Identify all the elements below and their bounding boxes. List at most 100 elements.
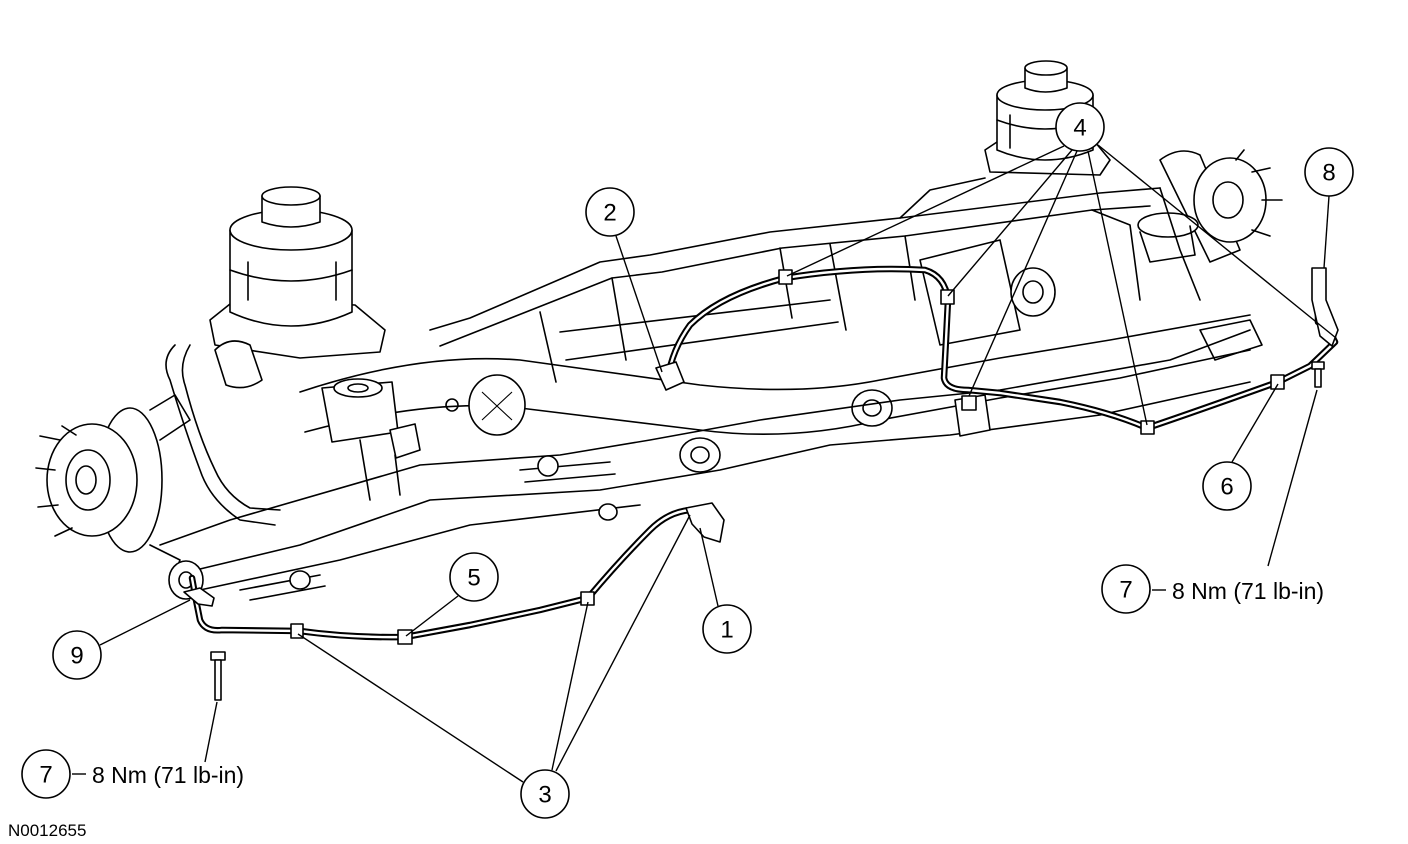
callout-4-number: 4 (1073, 115, 1086, 142)
right-spring-seat-base (1139, 225, 1196, 263)
left-wheel-hub (35, 394, 191, 586)
crossmember-bolt (445, 398, 459, 412)
abs-harness-right (655, 265, 1339, 435)
left-vertical-link (359, 439, 401, 501)
callout-2-circle (585, 187, 635, 237)
center-link-nut (537, 455, 559, 477)
right-harness-wire (664, 265, 1339, 432)
callout-9-number: 9 (70, 643, 83, 670)
leader-7-left (204, 701, 218, 763)
crossmember-top (299, 314, 1251, 393)
crossmember-hole-right (851, 389, 893, 427)
callout-1-circle (702, 604, 752, 654)
figure-id: N0012655 (8, 821, 86, 840)
callout-5-number: 5 (467, 565, 480, 592)
center-link-bolt (598, 503, 618, 521)
left-hub-center (65, 449, 111, 511)
leader-6 (1231, 383, 1279, 463)
callout-6: 6 (1202, 461, 1252, 511)
frame-inner-panel (559, 299, 839, 361)
callout-1: 1 (702, 604, 752, 654)
callout-6-number: 6 (1220, 474, 1233, 501)
right-wheel-sensor-bracket (1311, 267, 1339, 347)
frame-right-tower (899, 177, 1201, 301)
callout-8-circle (1304, 147, 1354, 197)
leader-3a (297, 633, 524, 783)
lower-beam-flange (199, 504, 641, 591)
callout-7-left-circle (21, 749, 71, 799)
callout-2: 2 (585, 187, 635, 237)
torque-label-right: 8 Nm (71 lb-in) (1172, 578, 1324, 604)
callout-1-number: 1 (720, 617, 733, 644)
left-stabilizer-bar-edge (181, 344, 281, 511)
right-wheel-hub (1137, 149, 1283, 263)
left-bump-stop (214, 340, 263, 389)
callout-7-right: 7 8 Nm (71 lb-in) (1101, 564, 1324, 614)
right-wheel-studs (1235, 149, 1283, 237)
callout-8: 8 (1304, 147, 1354, 197)
lower-beam (159, 319, 1263, 601)
harness-clip-5 (397, 629, 413, 645)
callout-5-circle (449, 552, 499, 602)
left-wheel-studs (35, 425, 77, 537)
left-bushing-top (333, 378, 383, 398)
center-link (519, 461, 616, 483)
crossmember-bottom (304, 349, 1251, 436)
callout-4-circle (1055, 102, 1105, 152)
bolt-right-head (1311, 361, 1325, 370)
toe-link-end (289, 570, 311, 590)
leader-4a (786, 145, 1065, 277)
bolt-left (210, 651, 226, 701)
left-wheel-sensor-bracket (183, 587, 215, 607)
leader-4b (947, 149, 1073, 297)
leader-1 (699, 527, 719, 607)
leader-8 (1323, 195, 1330, 269)
right-harness-connector (655, 361, 685, 391)
callout-3-number: 3 (538, 782, 551, 809)
bolt-left-head (210, 651, 226, 661)
right-harness-wire-core (666, 267, 1337, 430)
left-motor-assembly (165, 186, 386, 526)
callout-7-right-number: 7 (1119, 577, 1132, 604)
leader-4d (1087, 150, 1148, 426)
left-hub-cap (75, 465, 97, 495)
leader-7-right (1267, 389, 1318, 567)
lower-beam-hole-inner (690, 446, 710, 464)
left-bushing-core (347, 383, 369, 393)
callout-9-circle (52, 630, 102, 680)
leader-3c (555, 514, 691, 772)
harness-clip-6 (1270, 374, 1285, 390)
callout-6-circle (1202, 461, 1252, 511)
subframe-upper (429, 177, 1201, 383)
harness-clip-4c (961, 395, 977, 411)
lower-beam-hole (679, 437, 721, 473)
left-motor-body (229, 229, 353, 327)
bolt-left-shank (214, 659, 222, 701)
frame-top-rail (429, 187, 1161, 331)
leader-4c (968, 150, 1078, 397)
harness-clip-4d (1140, 420, 1155, 435)
left-stabilizer-bar (165, 344, 276, 526)
harness-clip-4a (778, 269, 793, 285)
left-motor-detail (229, 261, 353, 301)
bolt-right-shank (1314, 368, 1322, 388)
lower-beam-top (159, 329, 1251, 546)
abs-harness-left (183, 502, 725, 645)
left-motor-cap-top (261, 186, 321, 206)
frame-right-hole-inner (1022, 280, 1044, 304)
leader-2 (615, 235, 663, 373)
callout-7-left: 7 8 Nm (71 lb-in) (21, 749, 244, 799)
right-spring-seat (1137, 212, 1199, 238)
callout-2-number: 2 (603, 200, 616, 227)
right-motor-cap-top (1024, 60, 1068, 76)
callout-8-number: 8 (1322, 160, 1335, 187)
right-hub-center (1212, 181, 1244, 219)
callout-5: 5 (449, 552, 499, 602)
callout-4: 4 (1055, 102, 1105, 152)
crossmember-hole-mark (481, 391, 513, 421)
callout-9: 9 (52, 630, 102, 680)
right-lower-arm-mount (1199, 319, 1263, 361)
crossmember-hole-right-inner (862, 399, 882, 417)
callout-3-circle (520, 769, 570, 819)
leader-3b (551, 601, 589, 771)
